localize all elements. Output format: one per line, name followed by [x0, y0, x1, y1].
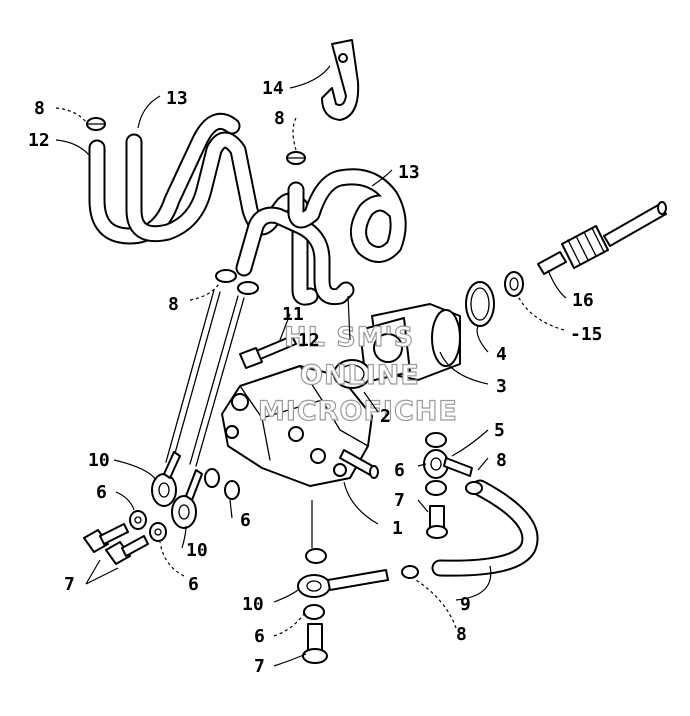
callout-13: 13 — [398, 162, 420, 183]
callout-6: 6 — [254, 626, 265, 647]
fuel-line-10-left — [165, 289, 245, 467]
bolt-7-left-lower — [105, 535, 149, 565]
callout-13: 13 — [166, 88, 188, 109]
washer-15 — [504, 271, 524, 297]
o-ring-4 — [465, 281, 495, 327]
callout-8: 8 — [34, 98, 45, 119]
callout-5: 5 — [494, 420, 505, 441]
callout-12: 12 — [28, 130, 50, 151]
bracket-14 — [321, 39, 360, 121]
washer-6-c — [204, 468, 240, 500]
watermark-line-1: HL SM'S — [284, 322, 414, 353]
hose-9 — [431, 479, 539, 577]
callout-10: 10 — [242, 594, 264, 615]
callout-6: 6 — [394, 460, 405, 481]
callout-2: 2 — [380, 406, 391, 427]
callout-6: 6 — [188, 574, 199, 595]
banjo-5 — [423, 449, 473, 479]
bolt-7-right — [426, 505, 448, 539]
callout-6: 6 — [96, 482, 107, 503]
pump-housing-3 — [359, 303, 461, 383]
callout-labels: 8 12 13 14 8 13 8 11 12 4 3 16 -15 2 5 6… — [28, 78, 603, 677]
bolt-7-left-upper — [83, 523, 129, 553]
callout-1: 1 — [392, 518, 403, 539]
clamp-8-mid-left — [215, 269, 259, 295]
washer-6-d — [425, 432, 447, 496]
callout-16: 16 — [572, 290, 594, 311]
leader-lines — [55, 65, 567, 667]
callout-3: 3 — [496, 376, 507, 397]
callout-8: 8 — [168, 294, 179, 315]
callout-14: 14 — [262, 78, 284, 99]
callout-11: 11 — [282, 304, 304, 325]
hose-13-right — [287, 168, 407, 263]
callout-9: 9 — [460, 594, 471, 615]
callout-10: 10 — [186, 540, 208, 561]
washer-6-b — [149, 522, 167, 542]
clamp-8-bottom — [401, 565, 419, 579]
callout-12: 12 — [298, 330, 320, 351]
callout-10: 10 — [88, 450, 110, 471]
callout-4: 4 — [496, 344, 507, 365]
clamp-8-top-left — [86, 117, 106, 131]
gasket-2 — [333, 359, 371, 389]
callout-6: 6 — [240, 510, 251, 531]
washer-6-e — [303, 548, 327, 620]
hose-12-center — [235, 206, 355, 306]
callout-15: -15 — [570, 324, 603, 345]
banjo-10-center — [171, 469, 203, 529]
watermark-line-2: ONLINE — [300, 360, 420, 391]
washer-6-a — [129, 510, 147, 530]
bolt-11 — [239, 335, 297, 369]
banjo-10-bottom — [297, 569, 389, 598]
banjo-10-left — [151, 451, 181, 507]
clamp-8-top-center — [286, 151, 306, 165]
bolt-7-bottom — [302, 623, 328, 664]
callout-7: 7 — [64, 574, 75, 595]
callout-7: 7 — [394, 490, 405, 511]
callout-7: 7 — [254, 656, 265, 677]
watermark-line-3: MICROFICHE — [258, 396, 458, 427]
callout-8: 8 — [496, 450, 507, 471]
clamp-8-right — [465, 481, 483, 495]
watermark: HL SM'S ONLINE MICROFICHE — [257, 321, 458, 427]
drive-shaft-16 — [537, 201, 667, 275]
oil-pump-1 — [221, 365, 379, 487]
callout-8: 8 — [274, 108, 285, 129]
callout-8: 8 — [456, 624, 467, 645]
